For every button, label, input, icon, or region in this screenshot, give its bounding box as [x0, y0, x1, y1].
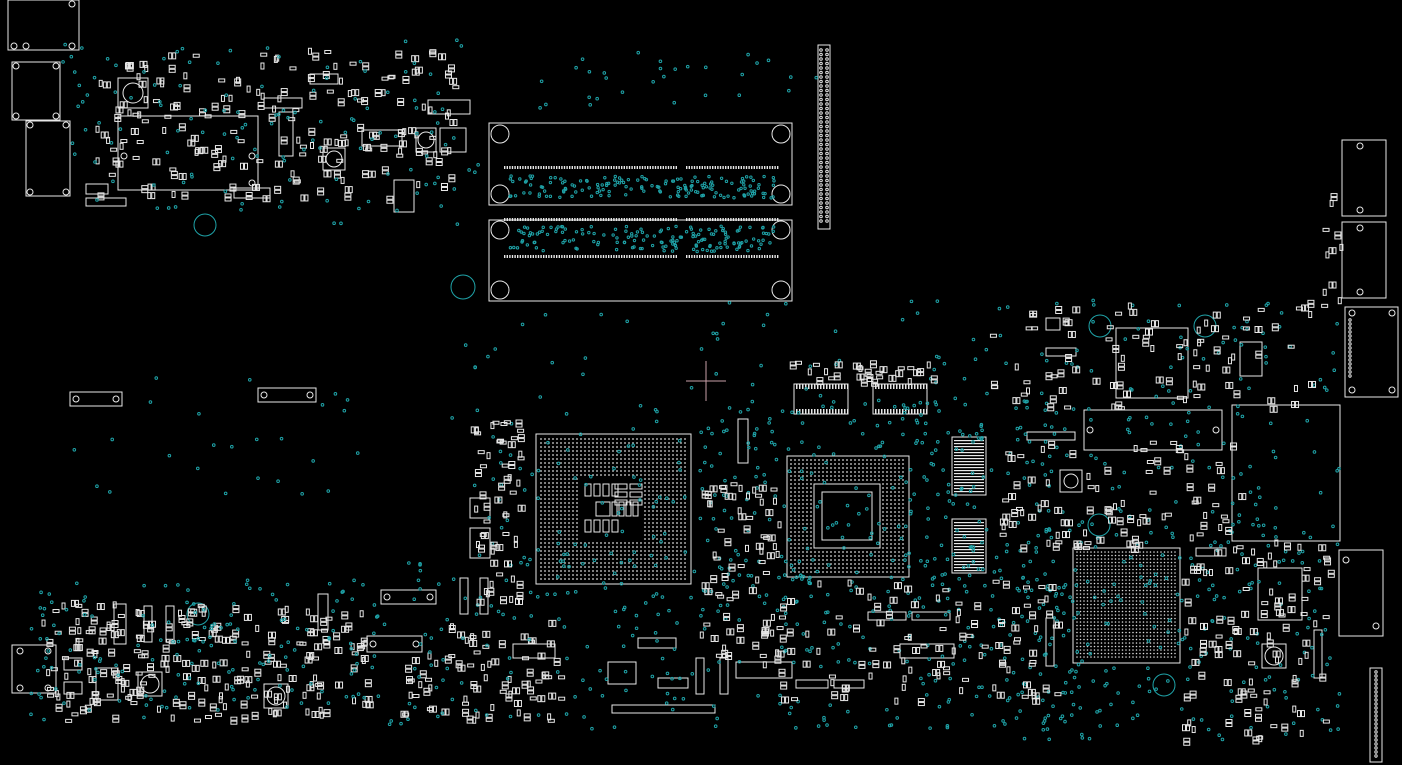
right-mid-components[interactable] [1026, 314, 1341, 697]
cpu-bga-chip[interactable] [535, 433, 692, 585]
vertical-connector-top[interactable] [817, 44, 831, 230]
flex-connector-left[interactable] [69, 387, 317, 407]
top-left-circuit-area[interactable] [85, 47, 471, 237]
smd-pads [470, 193, 1344, 746]
sodimm-slot-top[interactable] [488, 122, 793, 206]
top-left-connector-block[interactable] [7, 0, 80, 197]
sodimm-slot-bottom[interactable] [488, 218, 793, 302]
chipset-bga-chip[interactable] [786, 455, 910, 578]
crosshair-icon [686, 361, 726, 401]
via-field [29, 38, 1342, 742]
gpu-bga-chip[interactable] [1072, 547, 1181, 664]
right-connectors[interactable] [1338, 139, 1399, 763]
mid-ics[interactable] [737, 383, 987, 574]
mounting-hole [450, 274, 476, 300]
